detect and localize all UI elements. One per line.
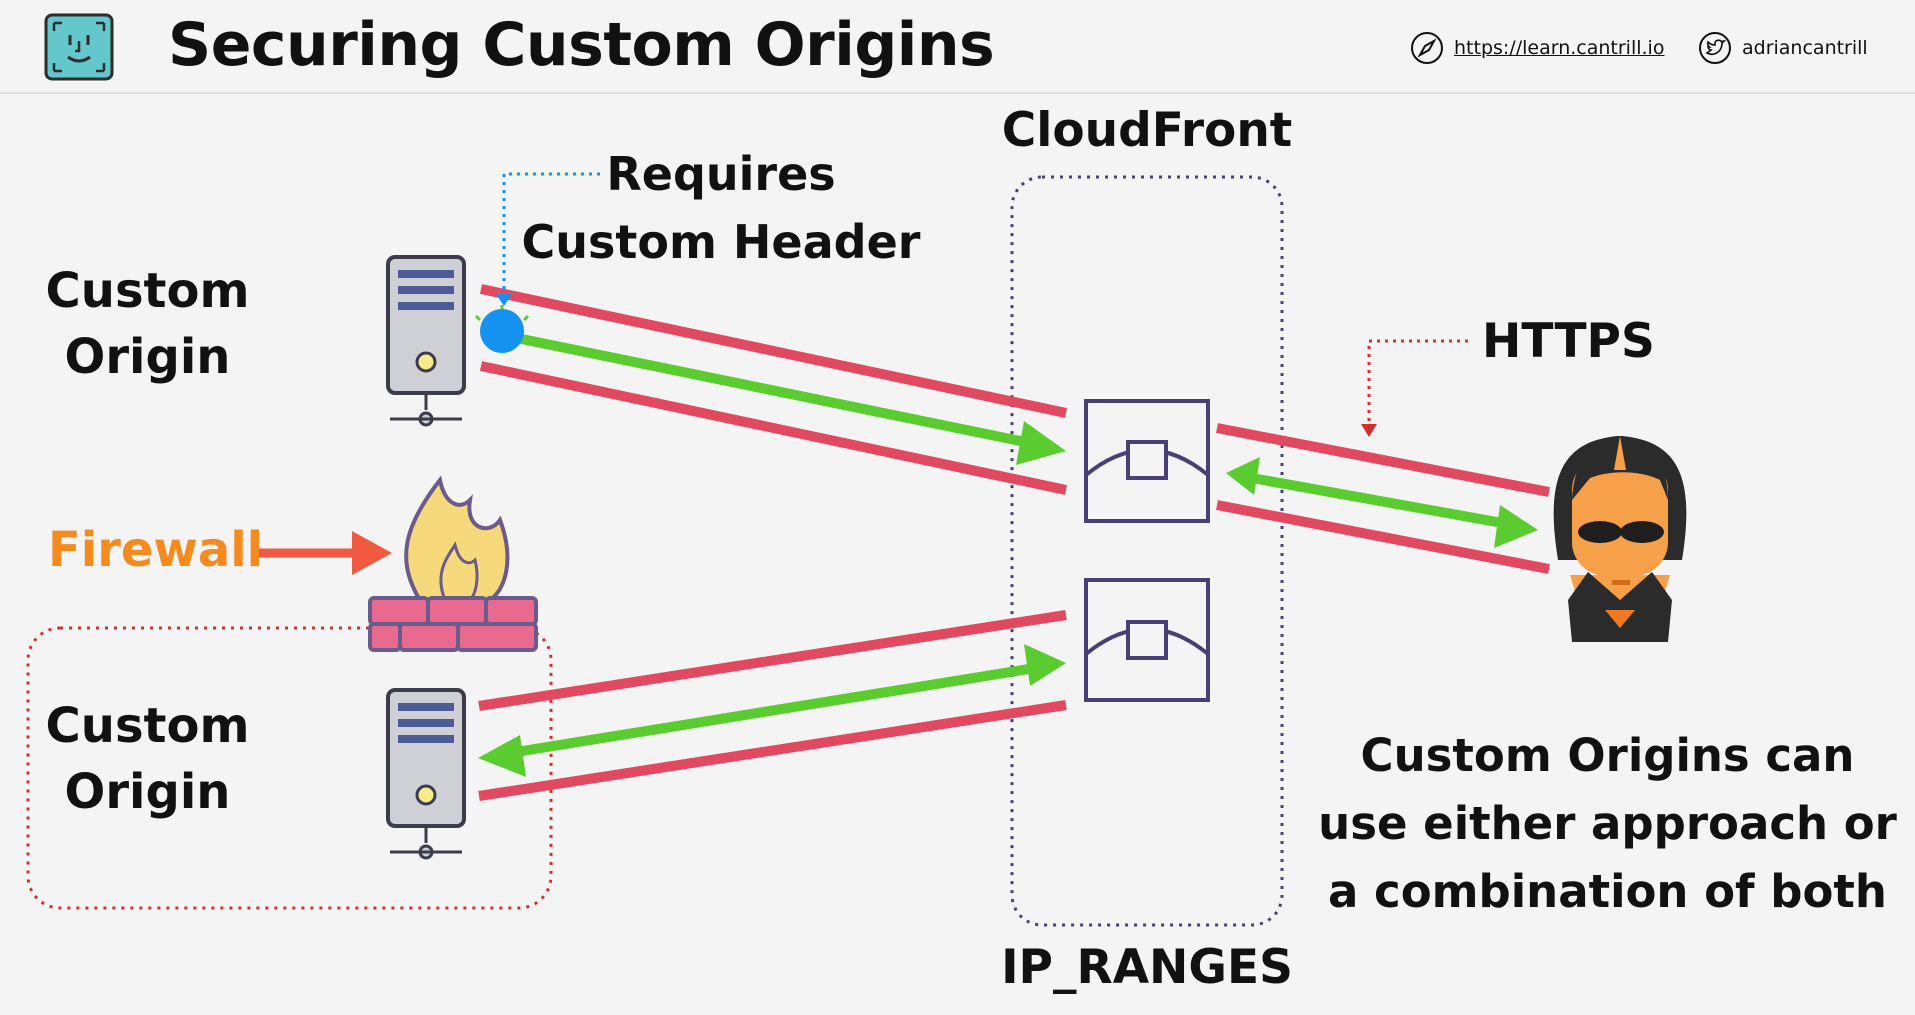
custom-header-dot xyxy=(480,309,524,353)
custom-origin-bottom-label: Custom Origin xyxy=(40,693,255,825)
firewall-icon xyxy=(368,475,538,652)
server-icon-top xyxy=(386,255,466,427)
custom-origin-top-line1: Custom xyxy=(45,263,250,319)
custom-header-leader xyxy=(502,172,600,296)
firewall-arrow xyxy=(258,531,392,575)
custom-origin-bottom-line2: Origin xyxy=(64,764,231,820)
avatar-face-icon xyxy=(44,13,114,81)
cloudfront-label: CloudFront xyxy=(1001,103,1293,158)
page-title: Securing Custom Origins xyxy=(168,10,995,80)
arrowhead-to-cloudfront-top xyxy=(1016,421,1066,465)
twitter-handle: adriancantrill xyxy=(1742,37,1868,59)
arrowhead-to-origin-bottom xyxy=(478,735,526,777)
custom-origin-top-line2: Origin xyxy=(64,329,231,385)
https-label: HTTPS xyxy=(1482,314,1655,369)
arrowhead-to-cloudfront-bottom xyxy=(1024,644,1066,686)
course-url-text[interactable]: https://learn.cantrill.io xyxy=(1454,37,1665,59)
approach-note: Custom Origins can use either approach o… xyxy=(1300,722,1915,926)
custom-origin-bottom-line1: Custom xyxy=(45,698,250,754)
requires-custom-header-label: Requires Custom Header xyxy=(520,140,922,276)
https-tunnel-lines xyxy=(1216,423,1550,574)
twitter-link[interactable]: adriancantrill xyxy=(1698,30,1868,66)
twitter-icon xyxy=(1699,32,1731,64)
custom-origin-top-label: Custom Origin xyxy=(40,258,255,390)
top-tunnel-lines xyxy=(479,284,1068,495)
cloudfront-edge-icon-bottom xyxy=(1084,578,1210,702)
note-line3: a combination of both xyxy=(1328,865,1887,918)
ip-ranges-label: IP_RANGES xyxy=(1001,940,1293,995)
requires-line2: Custom Header xyxy=(521,215,921,269)
user-icon xyxy=(1553,436,1687,642)
requires-line1: Requires xyxy=(606,147,836,201)
cloudfront-ip-ranges-boundary xyxy=(1010,175,1284,927)
course-link[interactable]: https://learn.cantrill.io xyxy=(1410,30,1664,66)
compass-icon xyxy=(1411,32,1443,64)
slide-header: Securing Custom Origins https://learn.ca… xyxy=(0,0,1915,94)
green-arrows xyxy=(478,332,1538,777)
note-line2: use either approach or xyxy=(1318,797,1897,850)
bottom-tunnel-lines xyxy=(478,610,1067,801)
server-icon-bottom xyxy=(386,688,466,860)
https-leader xyxy=(1367,339,1468,428)
cloudfront-edge-icon-top xyxy=(1084,399,1210,523)
firewall-label: Firewall xyxy=(48,522,264,578)
note-line1: Custom Origins can xyxy=(1360,729,1855,782)
